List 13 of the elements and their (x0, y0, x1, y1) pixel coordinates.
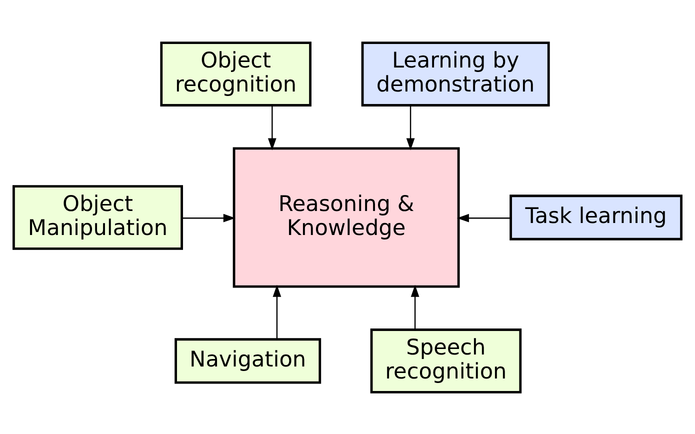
arrow (456, 213, 511, 222)
arrow (406, 105, 415, 150)
node-box: Task learning (510, 194, 682, 240)
node-box: Object recognition (160, 41, 312, 106)
node-box: Reasoning & Knowledge (232, 146, 460, 288)
node-box: Navigation (174, 338, 322, 384)
arrow (272, 284, 282, 339)
arrow (182, 213, 236, 222)
arrow (268, 105, 276, 150)
node-box: Object Manipulation (12, 184, 183, 250)
node-box: Learning by demonstration (361, 41, 550, 106)
node-box: Speech recognition (370, 328, 522, 393)
arrow (410, 284, 420, 330)
